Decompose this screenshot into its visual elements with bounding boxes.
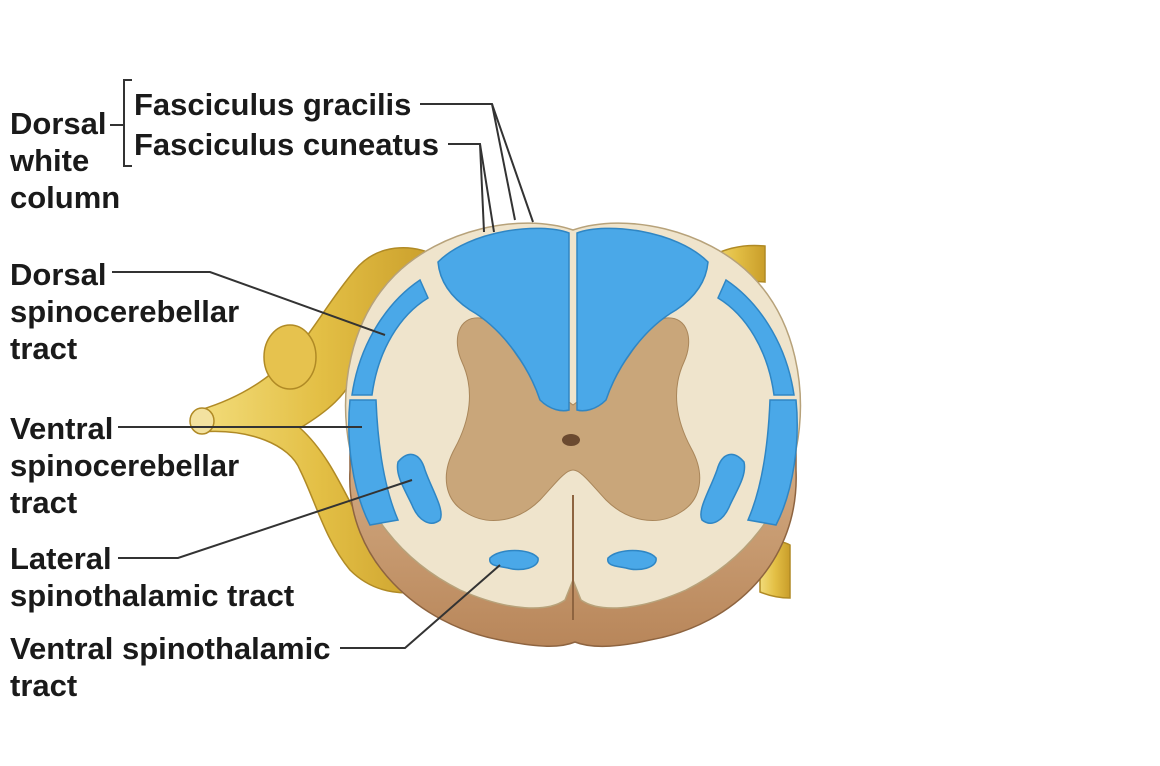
central-canal — [562, 434, 580, 446]
label-ventral-spinothalamic: Ventral spinothalamic tract — [10, 630, 330, 704]
label-dorsal-spinocerebellar: Dorsal spinocerebellar tract — [10, 256, 239, 367]
left-dorsal-spinocerebellar — [351, 278, 429, 396]
label-line: Lateral — [10, 541, 112, 576]
leader-gracilis — [420, 103, 534, 223]
label-fasciculus-cuneatus: Fasciculus cuneatus — [134, 127, 439, 162]
label-line: spinothalamic tract — [10, 578, 295, 613]
leader-lateral-spinothalamic — [118, 479, 413, 559]
fasciculus-right — [576, 227, 709, 412]
label-line: tract — [10, 668, 78, 703]
gray-matter — [445, 317, 701, 521]
label-dorsal-white-column: Dorsal white column — [10, 105, 120, 216]
label-line: white — [10, 143, 90, 178]
right-lateral-spinothalamic — [700, 453, 746, 524]
right-ventral-spinothalamic — [607, 549, 657, 571]
leader-gracilis-2 — [491, 103, 516, 221]
leader-lines — [112, 103, 534, 649]
label-ventral-spinocerebellar: Ventral spinocerebellar tract — [10, 410, 239, 521]
label-line: tract — [10, 331, 78, 366]
label-line: Dorsal — [10, 106, 107, 141]
leader-cuneatus-2 — [479, 143, 485, 233]
fasciculus-left — [437, 227, 570, 412]
right-ventral-spinocerebellar — [746, 399, 798, 526]
label-line: spinocerebellar — [10, 294, 240, 329]
label-line: Ventral — [10, 411, 114, 446]
leader-cuneatus — [448, 143, 495, 233]
label-line: tract — [10, 485, 78, 520]
left-lateral-spinothalamic — [396, 453, 442, 524]
leader-ventral-spinothalamic — [340, 564, 501, 649]
label-lateral-spinothalamic: Lateral spinothalamic tract — [10, 540, 294, 614]
label-line: spinocerebellar — [10, 448, 240, 483]
label-line: Dorsal — [10, 257, 107, 292]
label-line: Ventral spinothalamic — [10, 631, 331, 666]
label-line: column — [10, 180, 121, 215]
left-ventral-spinothalamic — [489, 549, 539, 571]
label-fasciculus-gracilis: Fasciculus gracilis — [134, 87, 412, 122]
leader-dorsal-spinocerebellar — [112, 271, 386, 336]
right-dorsal-spinocerebellar — [717, 278, 795, 396]
dorsal-white-column-bracket — [110, 79, 132, 167]
left-ventral-spinocerebellar — [348, 399, 400, 526]
